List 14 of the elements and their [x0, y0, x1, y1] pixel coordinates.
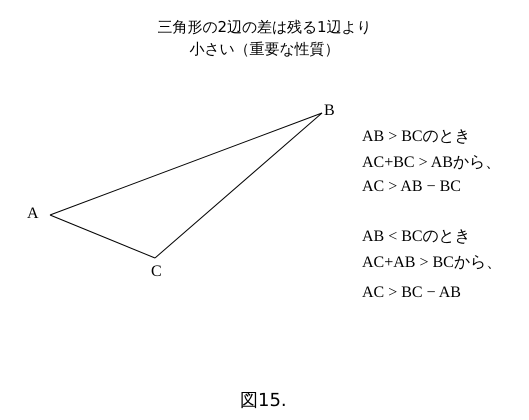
figure-caption: 図15. [240, 389, 287, 412]
triangle-side [50, 214, 156, 258]
triangle-side [154, 112, 322, 258]
vertex-label: A [27, 206, 39, 222]
vertex-label: B [324, 103, 335, 119]
triangle-side [50, 112, 322, 216]
inequality-text: AB > BCのとき [362, 127, 471, 147]
inequality-text: AC > AB − BC [362, 178, 461, 196]
inequality-text: AC+BC > ABから、 [362, 153, 501, 173]
inequality-text: AC+AB > BCから、 [362, 253, 502, 273]
title: 三角形の2辺の差は残る1辺より小さい（重要な性質） [156, 17, 373, 60]
vertex-label: C [151, 264, 162, 280]
inequality-text: AB < BCのとき [362, 227, 471, 247]
inequality-text: AC > BC − AB [362, 284, 461, 302]
